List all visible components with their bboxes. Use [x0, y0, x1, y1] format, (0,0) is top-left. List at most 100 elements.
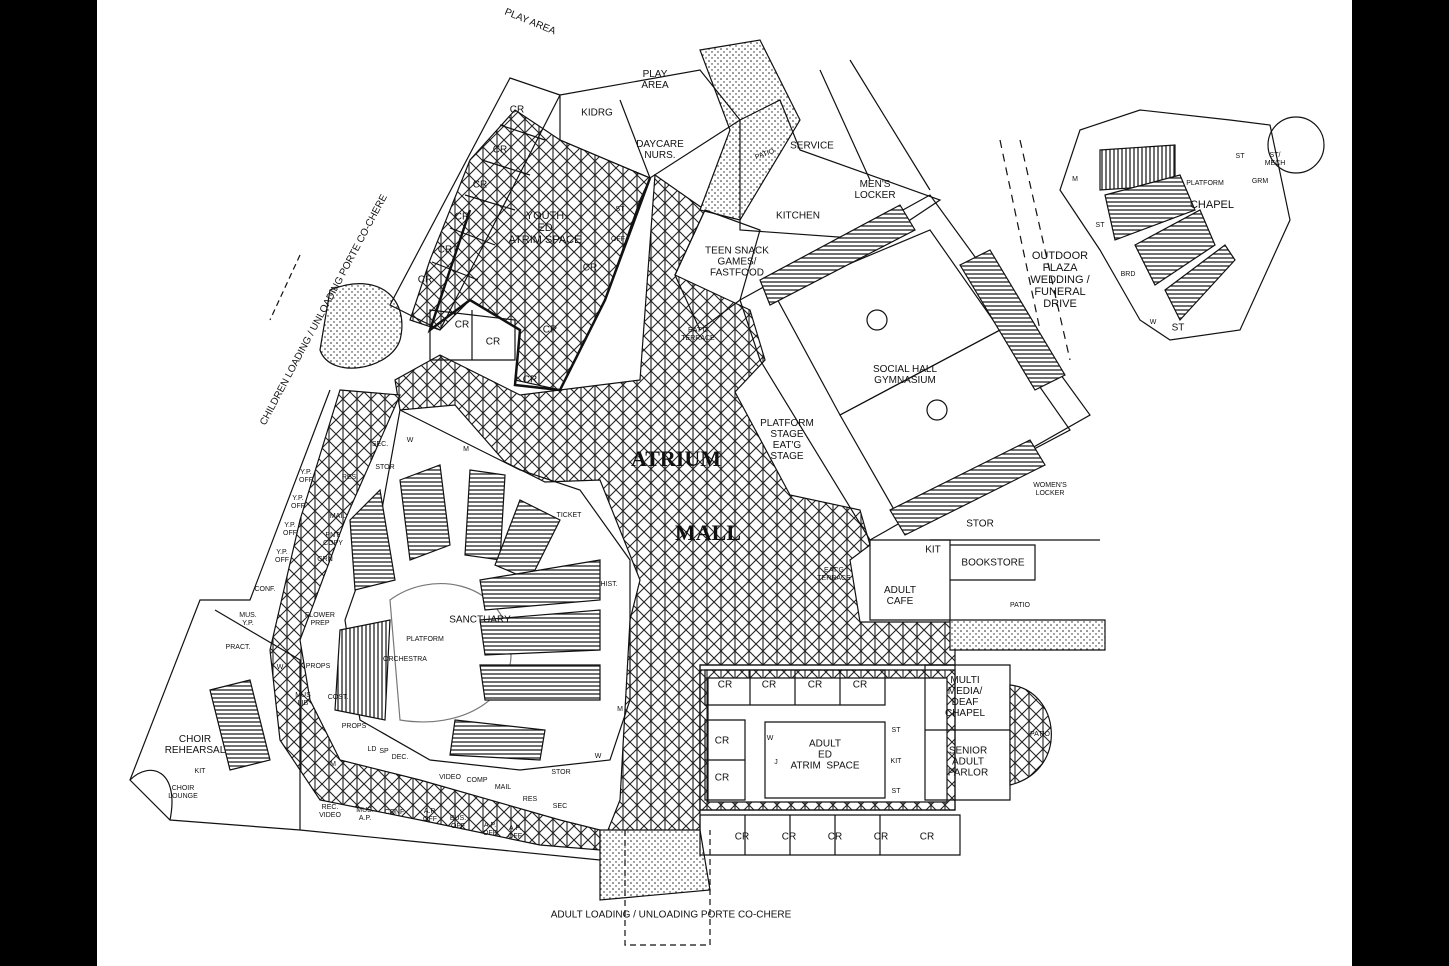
room-cr: CR: [734, 831, 750, 843]
room-bookstore: BOOKSTORE: [961, 557, 1025, 569]
atrium-label: ATRIUM: [630, 446, 722, 471]
room-sp: SP: [379, 748, 389, 755]
room-yp-off: Y.P. OFF: [283, 522, 297, 537]
room-res: RES.: [341, 474, 359, 481]
outdoor-plaza-label: OUTDOOR PLAZA WEDDING / FUNERAL DRIVE: [1030, 250, 1090, 310]
room-cr: CR: [522, 374, 538, 386]
room-flower-prep: FLOWER PREP: [305, 612, 335, 627]
eating-terrace-label: EAT'G TERRACE: [817, 567, 851, 582]
room-st: ST: [891, 788, 901, 795]
room-conf: CONF.: [254, 586, 276, 593]
room-grm: GRM: [1251, 178, 1269, 185]
room-mens-locker: MEN'S LOCKER: [854, 179, 896, 201]
room-cr: CR: [582, 262, 598, 274]
room-cr: CR: [437, 244, 453, 256]
room-cr: CR: [919, 831, 935, 843]
room-hist: HIST.: [600, 581, 618, 588]
room-j: J: [774, 759, 778, 766]
room-ld: LD: [367, 746, 377, 753]
room-cr: CR: [454, 211, 470, 223]
room-yp-off: Y.P. OFF: [291, 495, 305, 510]
room-props: PROPS: [341, 723, 367, 730]
room-cr: CR: [714, 735, 730, 747]
chapel-label: CHAPEL: [1189, 199, 1235, 211]
adult-ed-atrium-label: ADULT ED ATRIM SPACE: [790, 738, 860, 772]
room-ap-off: A.P. OFF: [483, 822, 497, 837]
play-area-label: PLAY AREA: [641, 69, 669, 91]
room-womens-locker: WOMEN'S LOCKER: [1033, 482, 1067, 497]
room-pract: PRACT.: [225, 644, 251, 651]
patio-label: PATIO: [1030, 731, 1050, 738]
room-off: OFF: [611, 236, 625, 243]
room-stor: STOR: [375, 464, 395, 471]
room-st: ST: [615, 206, 625, 213]
gymnasium-label: SOCIAL HALL GYMNASIUM: [872, 364, 938, 386]
room-cr: CR: [781, 831, 797, 843]
room-w: W: [766, 735, 774, 742]
floor-plan-sheet: PLAY AREA PLAY AREA CHILDREN LOADING / U…: [97, 0, 1352, 966]
room-kit: KIT: [890, 758, 902, 765]
room-props: PROPS: [305, 663, 331, 670]
room-res: RES: [522, 796, 538, 803]
orchestra-label: ORCHESTRA: [383, 656, 427, 663]
floor-plan-drawing: [129, 39, 1325, 946]
room-cr: CR: [827, 831, 843, 843]
room-service: SERVICE: [790, 140, 834, 152]
room-dec: DEC.: [391, 754, 409, 761]
room-stor: STOR: [551, 769, 571, 776]
room-rec-video: REC. VIDEO: [319, 804, 341, 819]
room-m: M: [330, 761, 336, 768]
room-ap-off: A.P. OFF: [423, 808, 437, 823]
room-st-mech: ST/ MECH: [1264, 152, 1286, 167]
room-cr: CR: [454, 319, 470, 331]
youth-ed-atrium-label: YOUTH ED ATRIM SPACE: [508, 210, 582, 246]
room-m: M: [617, 706, 623, 713]
room-sec: SEC.: [371, 441, 389, 448]
room-w: W: [1149, 319, 1157, 326]
room-w: W: [406, 437, 414, 444]
room-m: M: [1072, 176, 1078, 183]
patio-label: PATIO: [1010, 602, 1030, 609]
room-st: ST: [1095, 222, 1105, 229]
room-kidrg: KIDRG: [581, 107, 613, 119]
room-adult-cafe: ADULT CAFE: [883, 585, 917, 607]
sanctuary-label: SANCTUARY: [449, 614, 511, 626]
room-ap-off: A.P. OFF: [508, 825, 522, 840]
room-yp-off: Y.P. OFF: [299, 469, 313, 484]
room-cr: CR: [714, 772, 730, 784]
room-ticket: TICKET: [556, 512, 582, 519]
room-cr: CR: [542, 324, 558, 336]
room-w: W: [276, 664, 284, 671]
room-mail: MAIL: [494, 784, 512, 791]
room-multimedia-chapel: MULTI MEDIA/ DEAF CHAPEL: [944, 675, 986, 719]
room-grn: GRN: [317, 556, 333, 563]
room-mus-ap: MUS. A.P.: [356, 807, 374, 822]
choir-lounge-label: CHOIR LOUNGE: [168, 785, 198, 800]
room-comp: COMP: [466, 777, 488, 784]
room-kitchen: KITCHEN: [776, 210, 820, 222]
room-cr: CR: [485, 336, 501, 348]
room-mail: MAIL: [329, 513, 347, 520]
room-st: ST: [1171, 322, 1185, 334]
room-mus-yp: MUS. Y.P.: [239, 612, 257, 627]
room-conf: CONF.: [384, 809, 406, 816]
room-cost: COST.: [327, 694, 349, 701]
room-video: VIDEO: [439, 774, 461, 781]
room-sec: SEC: [552, 803, 568, 810]
mall-label: MALL: [675, 520, 741, 545]
room-cr: CR: [852, 679, 868, 691]
room-brd: BRD: [1120, 271, 1136, 278]
room-kit: KIT: [925, 544, 941, 556]
room-st: ST: [891, 727, 901, 734]
room-cr: CR: [509, 104, 525, 116]
adult-porte-cochere-label: ADULT LOADING / UNLOADING PORTE CO-CHERE: [550, 909, 792, 921]
room-cr: CR: [761, 679, 777, 691]
room-cr: CR: [492, 144, 508, 156]
room-w: W: [594, 753, 602, 760]
choir-rehearsal-label: CHOIR REHEARSAL: [164, 734, 226, 756]
platform-label: PLATFORM: [406, 636, 444, 643]
room-cr: CR: [807, 679, 823, 691]
room-cr: CR: [717, 679, 733, 691]
room-teen-snack: TEEN SNACK GAMES/ FASTFOOD: [705, 245, 769, 279]
room-senior-parlor: SENIOR ADULT PARLOR: [947, 745, 989, 779]
